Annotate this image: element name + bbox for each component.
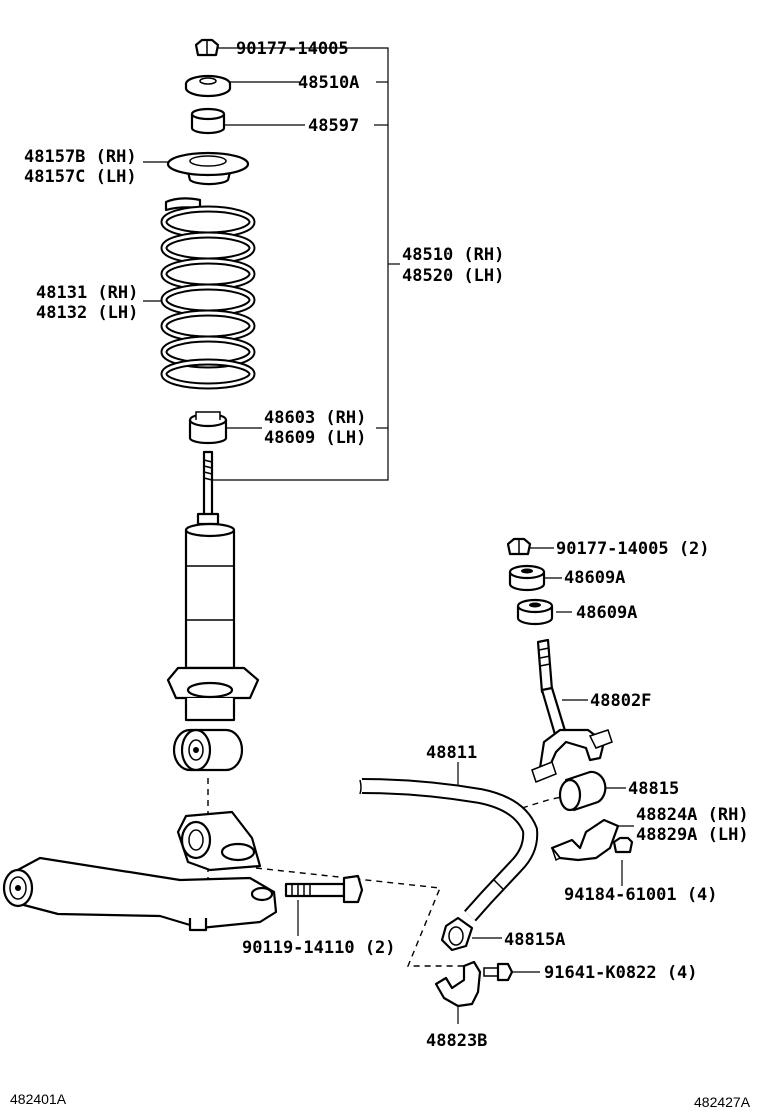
- label-link-nut: 90177-14005 (2): [556, 539, 710, 559]
- label-link-cushion-1: 48609A: [564, 568, 625, 588]
- stabilizer-bracket: [550, 818, 620, 862]
- bracket-bolt: [483, 962, 514, 982]
- bracket-nut: [612, 836, 634, 854]
- label-spring-seat-rh: 48157B (RH): [24, 147, 137, 167]
- upper-seat: [184, 74, 232, 98]
- label-stab-bushing: 48815: [628, 779, 679, 799]
- label-upper-seat: 48510A: [298, 73, 359, 93]
- label-bracket-bolt: 91641-K0822 (4): [544, 963, 698, 983]
- label-nut-top: 90177-14005: [236, 39, 349, 59]
- label-spring-lh: 48132 (LH): [36, 303, 138, 323]
- stabilizer-bushing-lower: [440, 916, 474, 952]
- top-nut: [194, 38, 220, 57]
- coil-spring: [160, 197, 256, 390]
- label-stab-bushing-lower: 48815A: [504, 930, 565, 950]
- label-lower-bolt: 90119-14110 (2): [242, 938, 396, 958]
- leader-lines: [143, 47, 634, 1024]
- label-stab-bar: 48811: [426, 743, 477, 763]
- label-spring-rh: 48131 (RH): [36, 283, 138, 303]
- label-bracket-nut: 94184-61001 (4): [564, 885, 718, 905]
- label-spring-seat-lh: 48157C (LH): [24, 167, 137, 187]
- label-bumper-rh: 48603 (RH): [264, 408, 366, 428]
- label-assy-rh: 48510 (RH): [402, 245, 504, 265]
- stabilizer-bushing: [558, 770, 607, 812]
- link-cushion-lower: [516, 598, 554, 626]
- label-bumper-lh: 48609 (LH): [264, 428, 366, 448]
- label-bracket-lh: 48829A (LH): [636, 825, 749, 845]
- bump-stopper: [188, 411, 228, 445]
- stabilizer-link: [531, 638, 613, 783]
- link-nut: [506, 537, 532, 556]
- ref-code-left: 482401A: [10, 1091, 67, 1107]
- lower-bracket: [434, 960, 482, 1008]
- label-link-cushion-2: 48609A: [576, 603, 637, 623]
- lower-bolt: [284, 874, 364, 904]
- spring-seat: [166, 151, 250, 186]
- label-lower-bracket: 48823B: [426, 1031, 487, 1051]
- label-upper-bushing: 48597: [308, 116, 359, 136]
- stabilizer-bar: [359, 778, 539, 922]
- label-link: 48802F: [590, 691, 651, 711]
- label-bracket-rh: 48824A (RH): [636, 805, 749, 825]
- labels: 90177-14005 48510A 48597 48157B (RH) 481…: [24, 39, 749, 1051]
- label-assy-lh: 48520 (LH): [402, 266, 504, 286]
- link-cushion-upper: [508, 564, 546, 592]
- ref-code-right: 482427A: [694, 1094, 751, 1110]
- upper-bushing: [190, 107, 226, 135]
- shock-absorber: [166, 450, 260, 772]
- lower-arm: [2, 810, 278, 932]
